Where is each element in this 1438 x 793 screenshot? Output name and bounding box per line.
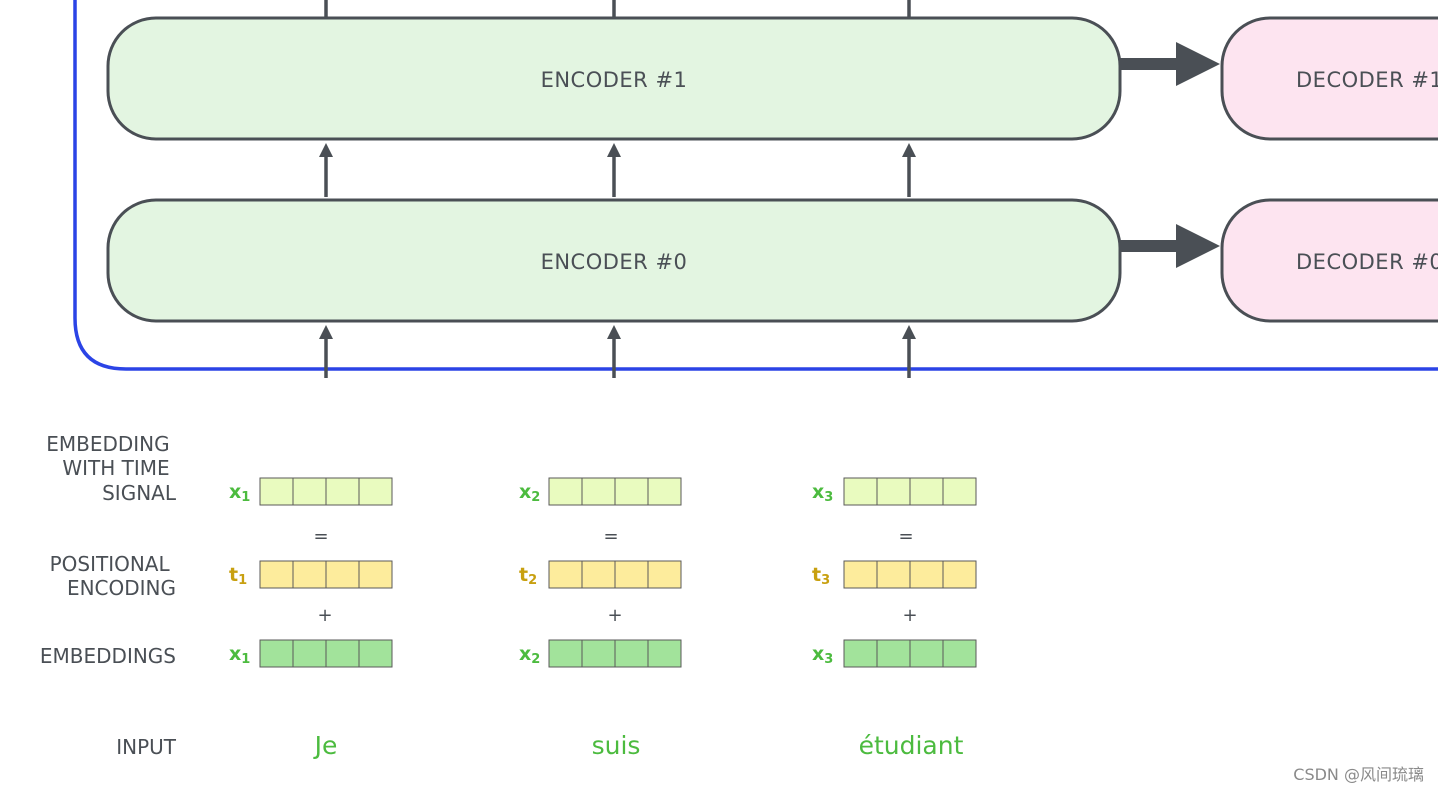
- positional-vector-1: t1: [229, 560, 393, 589]
- equals-sign-2: =: [603, 526, 618, 547]
- embedding-cell: [325, 639, 360, 668]
- embedding-symbol-2: x2: [519, 643, 540, 667]
- token-column-1: x1 t1 x1 = + Je: [229, 477, 393, 760]
- positional-cell: [614, 560, 649, 589]
- plus-sign-3: +: [902, 605, 917, 626]
- signal-vector-2: x2: [519, 477, 682, 506]
- embedding-cell: [548, 639, 583, 668]
- positional-cell: [581, 560, 616, 589]
- positional-vector-2: t2: [519, 560, 682, 589]
- arrows-top: [324, 0, 911, 17]
- signal-cell: [358, 477, 393, 506]
- signal-cell: [876, 477, 911, 506]
- embedding-vector-1: x1: [229, 639, 393, 668]
- embedding-cell: [843, 639, 878, 668]
- row-label-input: INPUT: [116, 735, 177, 759]
- embedding-cell: [581, 639, 616, 668]
- arrows-middle: [319, 143, 916, 197]
- embedding-cell: [909, 639, 944, 668]
- embedding-symbol-3: x3: [812, 643, 833, 667]
- plus-sign-1: +: [317, 605, 332, 626]
- embedding-cell: [292, 639, 327, 668]
- positional-cell: [942, 560, 977, 589]
- equals-sign-3: =: [898, 526, 913, 547]
- decoder-1-box: [1220, 16, 1438, 141]
- embedding-vector-2: x2: [519, 639, 682, 668]
- decoder-1-label: DECODER #1: [1296, 68, 1438, 92]
- signal-cell: [909, 477, 944, 506]
- token-column-2: x2 t2 x2 = + suis: [519, 477, 682, 760]
- encoder-1-to-decoder-1-arrow: [1120, 42, 1220, 86]
- equals-sign-1: =: [313, 526, 328, 547]
- signal-cell: [548, 477, 583, 506]
- signal-symbol-1: x1: [229, 481, 250, 505]
- embedding-cell: [259, 639, 294, 668]
- signal-cell: [325, 477, 360, 506]
- embedding-cell: [358, 639, 393, 668]
- token-columns: x1 t1 x1 = + Je x2 t2 x2 = + suis x3 t3 x3 = + étudiant: [229, 477, 977, 760]
- positional-symbol-1: t1: [229, 564, 247, 588]
- positional-cell: [292, 560, 327, 589]
- positional-symbol-3: t3: [812, 564, 830, 588]
- encoder-0-label: ENCODER #0: [541, 250, 688, 274]
- plus-sign-2: +: [607, 605, 622, 626]
- decoder-0-box: [1220, 198, 1438, 323]
- encoder-stack-frame: [73, 0, 1438, 371]
- embedding-cell: [614, 639, 649, 668]
- encoder-0-box: [106, 198, 1122, 323]
- row-label-embedding-with-time-signal: EMBEDDING WITH TIME SIGNAL: [46, 432, 177, 505]
- signal-symbol-2: x2: [519, 481, 540, 505]
- signal-cell: [942, 477, 977, 506]
- positional-vector-3: t3: [812, 560, 977, 589]
- row-label-positional-encoding: POSITIONAL ENCODING: [50, 552, 176, 600]
- input-word-3: étudiant: [859, 731, 964, 760]
- positional-cell: [548, 560, 583, 589]
- watermark: CSDN @风间琉璃: [1293, 765, 1424, 784]
- signal-symbol-3: x3: [812, 481, 833, 505]
- signal-vector-1: x1: [229, 477, 393, 506]
- embedding-vector-3: x3: [812, 639, 977, 668]
- encoder-1-box: [106, 16, 1122, 141]
- positional-symbol-2: t2: [519, 564, 537, 588]
- input-word-2: suis: [592, 731, 641, 760]
- embedding-cell: [876, 639, 911, 668]
- positional-cell: [909, 560, 944, 589]
- signal-cell: [259, 477, 294, 506]
- positional-cell: [647, 560, 682, 589]
- input-word-1: Je: [313, 731, 338, 760]
- signal-cell: [614, 477, 649, 506]
- embedding-symbol-1: x1: [229, 643, 250, 667]
- embedding-cell: [942, 639, 977, 668]
- embedding-cell: [647, 639, 682, 668]
- signal-cell: [843, 477, 878, 506]
- decoder-0-label: DECODER #0: [1296, 250, 1438, 274]
- positional-cell: [259, 560, 294, 589]
- signal-cell: [647, 477, 682, 506]
- row-label-embeddings: EMBEDDINGS: [40, 644, 176, 668]
- arrows-bottom: [319, 325, 916, 378]
- encoder-1-label: ENCODER #1: [541, 68, 688, 92]
- signal-cell: [292, 477, 327, 506]
- signal-cell: [581, 477, 616, 506]
- token-column-3: x3 t3 x3 = + étudiant: [812, 477, 977, 760]
- positional-cell: [325, 560, 360, 589]
- positional-cell: [358, 560, 393, 589]
- signal-vector-3: x3: [812, 477, 977, 506]
- positional-cell: [876, 560, 911, 589]
- positional-cell: [843, 560, 878, 589]
- encoder-0-to-decoder-0-arrow: [1120, 224, 1220, 268]
